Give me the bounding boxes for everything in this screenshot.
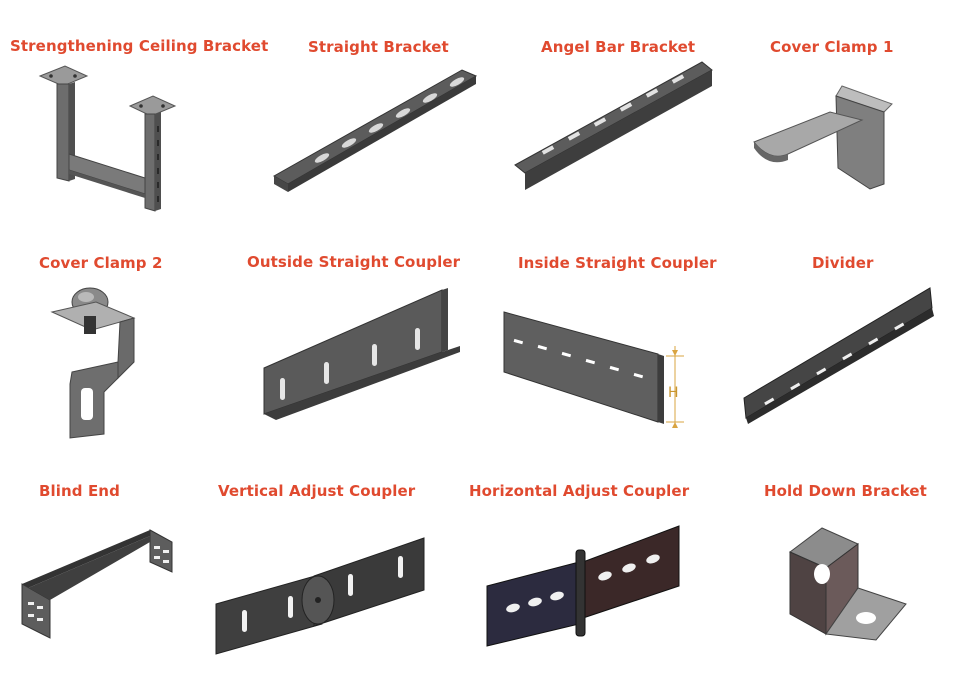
strengthening-ceiling-bracket-icon xyxy=(38,65,177,212)
item-label-outside-straight-coupler: Outside Straight Coupler xyxy=(247,253,461,271)
item-label-cover-clamp-1: Cover Clamp 1 xyxy=(770,38,894,56)
blind-end-icon xyxy=(21,529,173,639)
item-label-strengthening-ceiling-bracket: Strengthening Ceiling Bracket xyxy=(10,37,269,55)
item-label-cover-clamp-2: Cover Clamp 2 xyxy=(39,254,163,272)
item-label-divider: Divider xyxy=(812,254,874,272)
cover-clamp-1-icon xyxy=(753,85,893,190)
divider-icon xyxy=(743,287,934,424)
horizontal-adjust-coupler-icon xyxy=(486,525,680,647)
cover-clamp-2-icon xyxy=(50,287,136,439)
item-label-blind-end: Blind End xyxy=(39,482,120,500)
item-label-hold-down-bracket: Hold Down Bracket xyxy=(764,482,927,500)
item-label-vertical-adjust-coupler: Vertical Adjust Coupler xyxy=(218,482,416,500)
hold-down-bracket-icon xyxy=(789,527,907,641)
angel-bar-bracket-icon xyxy=(514,61,713,190)
item-label-horizontal-adjust-coupler: Horizontal Adjust Coupler xyxy=(469,482,690,500)
item-label-inside-straight-coupler: Inside Straight Coupler xyxy=(518,254,717,272)
item-label-straight-bracket: Straight Bracket xyxy=(308,38,449,56)
straight-bracket-icon xyxy=(272,69,478,192)
item-label-angel-bar-bracket: Angel Bar Bracket xyxy=(541,38,696,56)
dimension-label-h: H xyxy=(668,385,679,401)
vertical-adjust-coupler-icon xyxy=(215,537,425,655)
outside-straight-coupler-icon xyxy=(263,288,460,420)
inside-straight-coupler-icon xyxy=(503,311,684,428)
